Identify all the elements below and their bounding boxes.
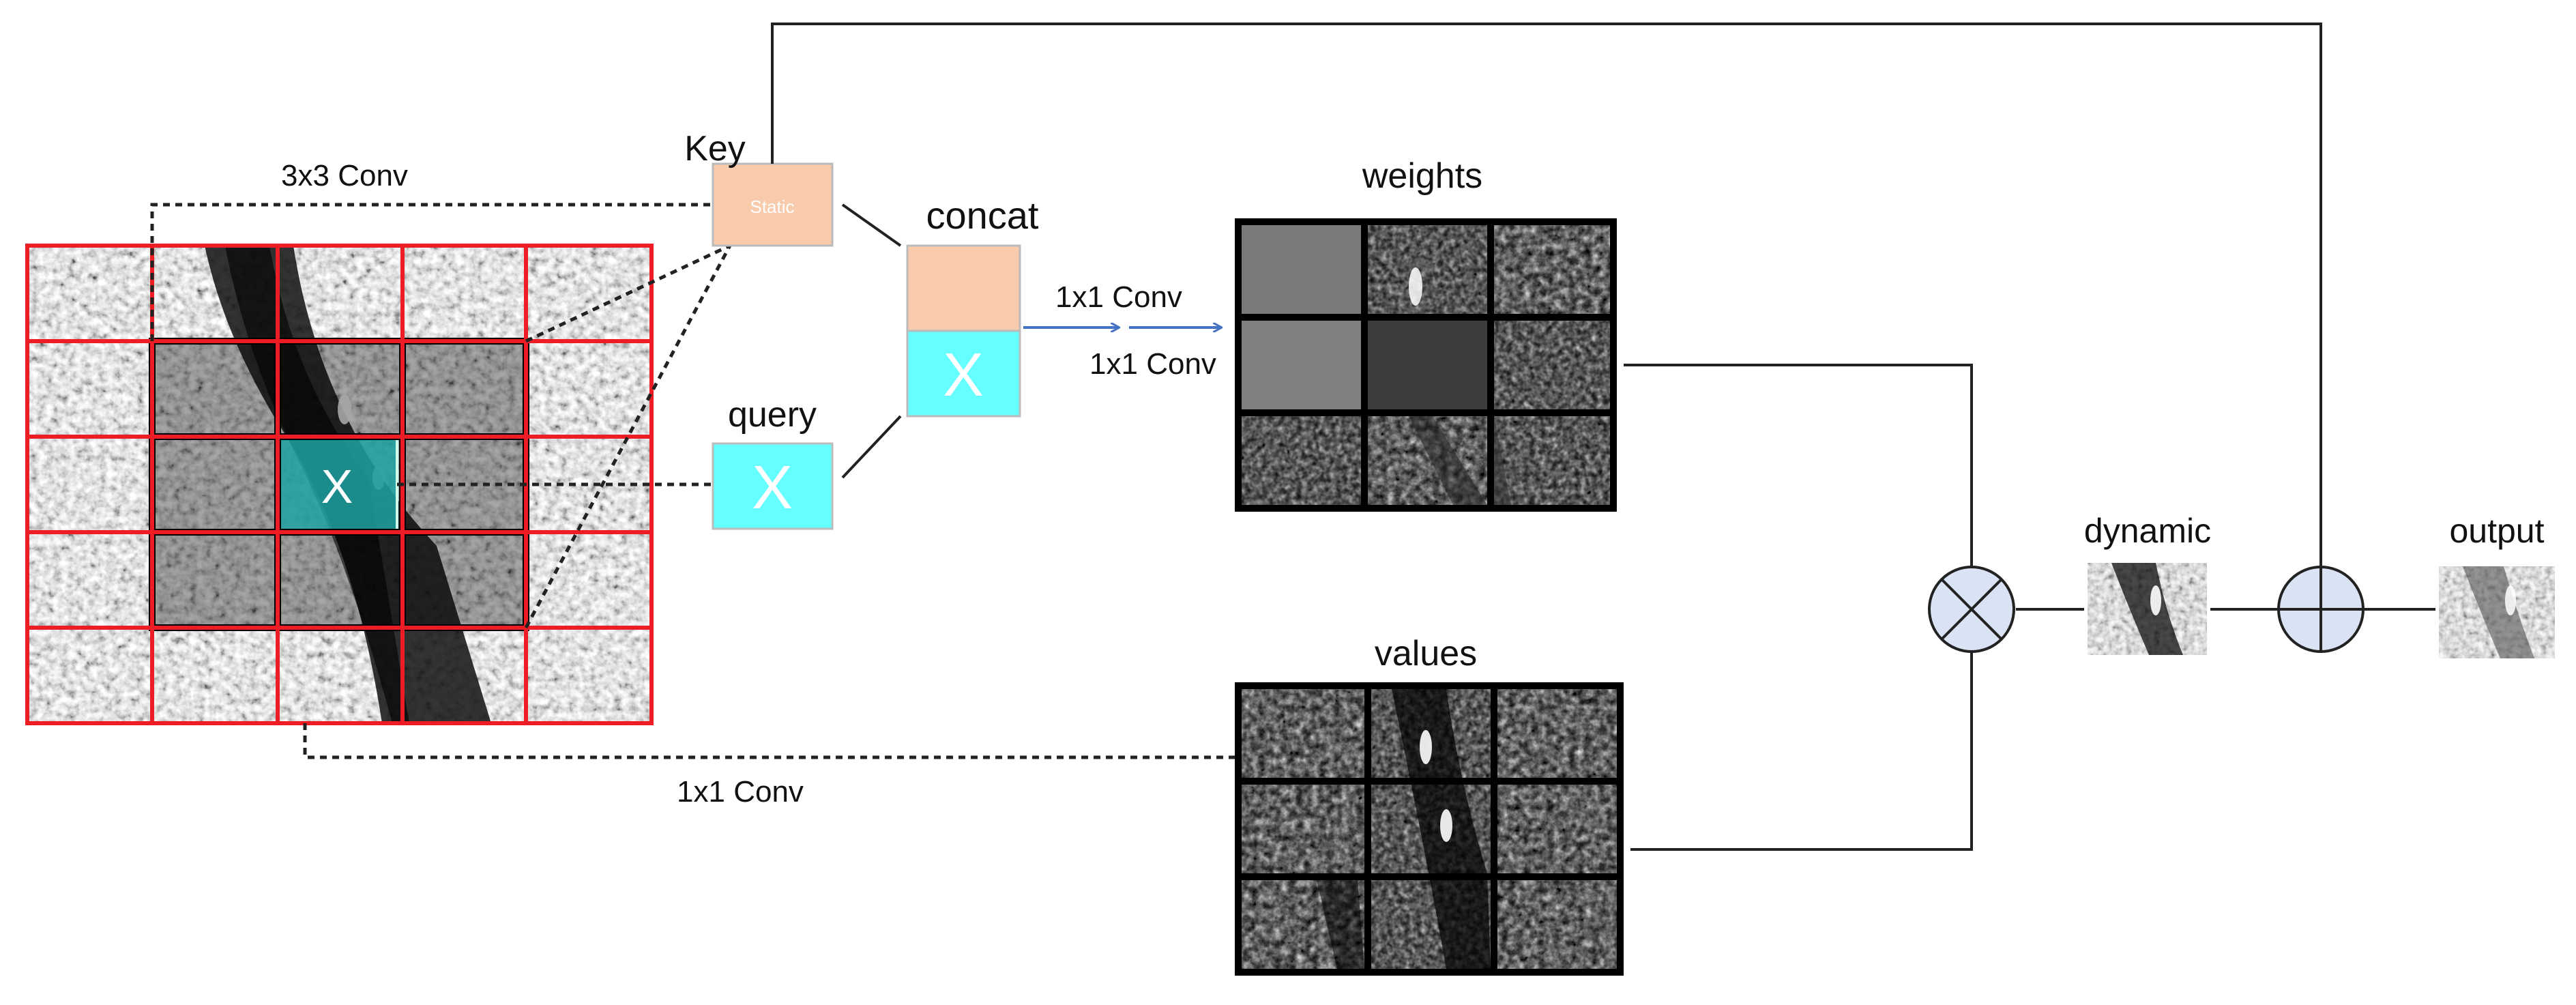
output-patch xyxy=(2439,566,2555,658)
weights-grid xyxy=(1235,218,1617,512)
query-label: query xyxy=(728,395,817,435)
concat-connectors xyxy=(841,203,902,479)
conv1x1-values-label: 1x1 Conv xyxy=(677,775,804,809)
query-x: X xyxy=(752,454,793,522)
concat-label: concat xyxy=(926,194,1039,237)
concat-x: X xyxy=(943,341,984,409)
concat-block: X xyxy=(906,244,1021,418)
multiply-operator xyxy=(1928,566,2015,653)
center-cell-x: X xyxy=(321,460,353,513)
key-label: Key xyxy=(684,129,746,169)
conv1x1-label-b: 1x1 Conv xyxy=(1089,347,1216,381)
static-label: Static xyxy=(750,196,794,217)
values-label: values xyxy=(1375,634,1477,673)
dotted-connectors xyxy=(150,203,1235,759)
solid-connectors xyxy=(771,23,2435,851)
weights-label: weights xyxy=(1362,156,1482,196)
add-operator xyxy=(2277,566,2365,653)
conv3x3-label: 3x3 Conv xyxy=(281,159,408,192)
key-block: Static xyxy=(712,162,834,247)
output-label: output xyxy=(2449,512,2544,550)
dynamic-patch xyxy=(2088,563,2207,655)
values-grid xyxy=(1235,682,1624,976)
conv1x1-label-a: 1x1 Conv xyxy=(1055,280,1182,314)
query-block: X xyxy=(712,442,834,530)
dynamic-label: dynamic xyxy=(2084,512,2211,550)
